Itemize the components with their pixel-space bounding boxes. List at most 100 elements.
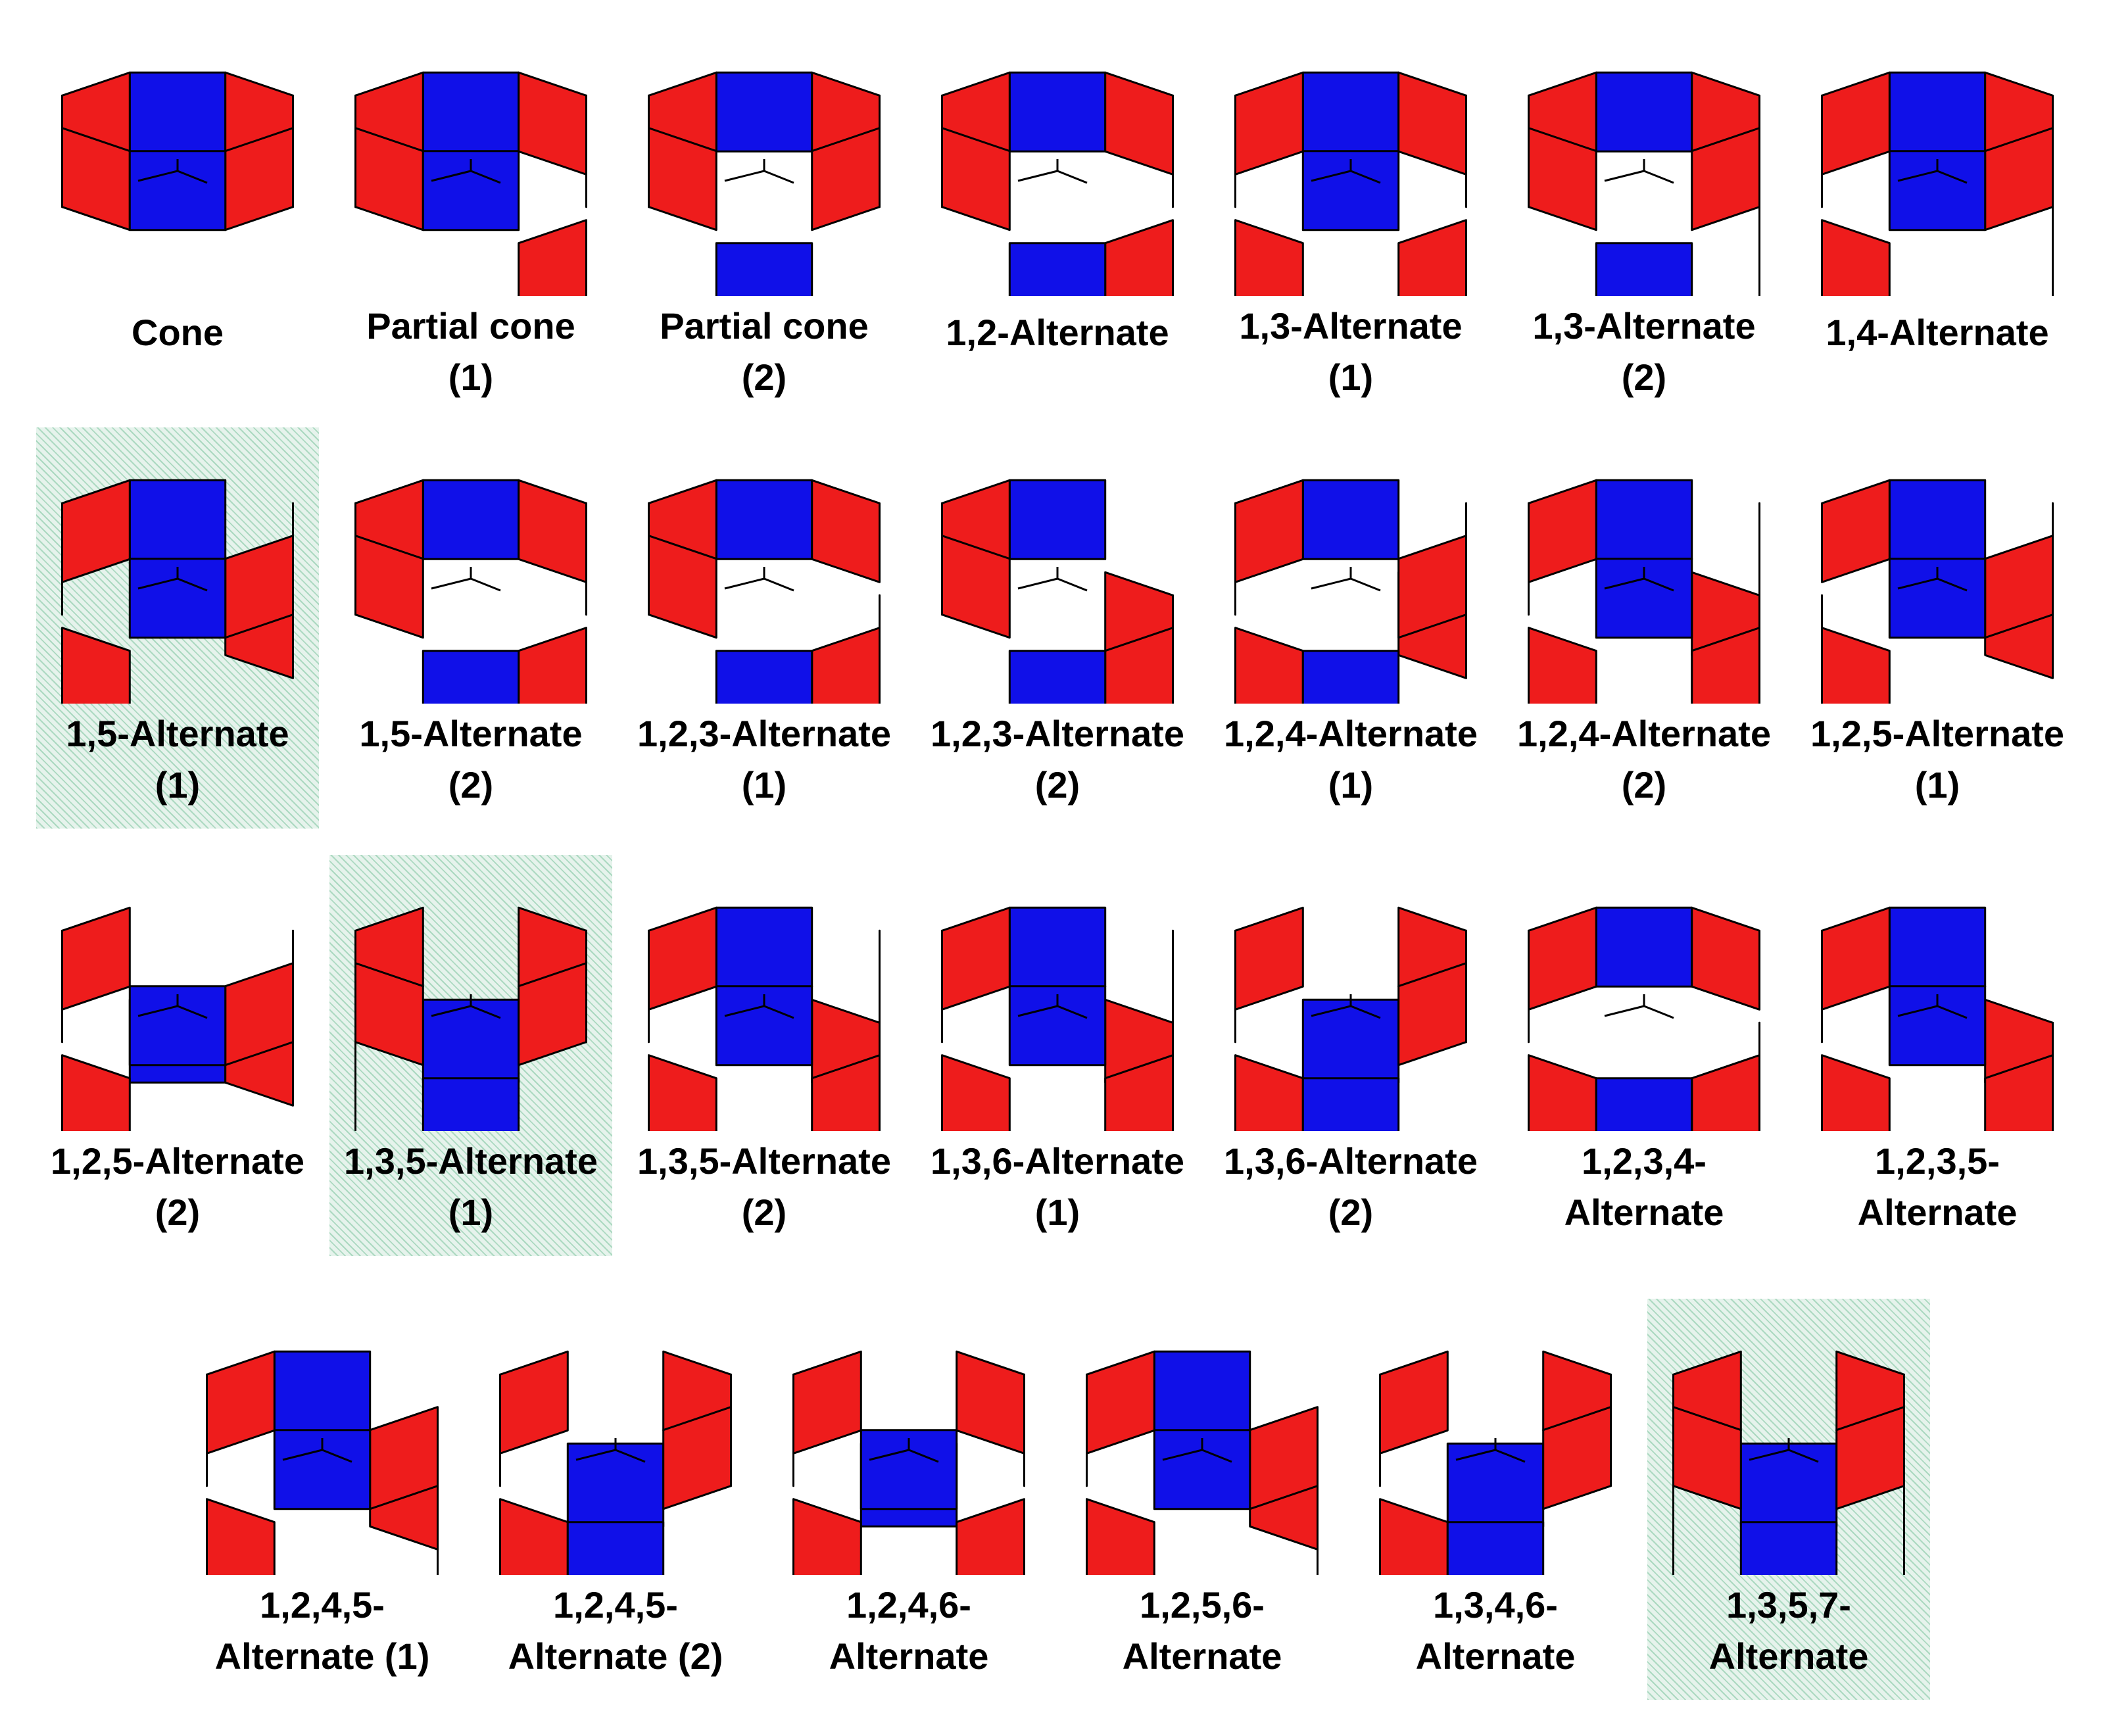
- ring-panel: [811, 479, 881, 583]
- ring-panel: [1379, 1498, 1449, 1575]
- ring-panel: [1821, 1054, 1891, 1131]
- conformer-diagram: [941, 71, 1174, 296]
- ring-panel: [860, 1429, 958, 1510]
- ring-panel: [941, 906, 1011, 1011]
- conformer-panel: 1,2,4,5-Alternate (2): [471, 1299, 760, 1720]
- substituent-line: [763, 577, 794, 592]
- ring-panel: [1984, 1054, 2054, 1131]
- ring-panel: [648, 535, 717, 639]
- ring-panel: [1153, 1350, 1251, 1432]
- substituent-line: [431, 170, 472, 182]
- substituent-line: [724, 1005, 765, 1017]
- ring-panel: [941, 1054, 1011, 1131]
- ring-panel: [1595, 1077, 1693, 1131]
- ring-panel: [566, 1442, 665, 1528]
- ring-panel: [1234, 627, 1304, 704]
- substituent-line: [1057, 170, 1088, 184]
- ring-panel: [61, 627, 131, 704]
- conformer-diagram: [61, 71, 294, 231]
- conformer-panel: 1,3,6-Alternate(1): [913, 855, 1202, 1276]
- conformer-label: 1,2,4,5-: [553, 1584, 678, 1626]
- substituent-line: [908, 1449, 939, 1463]
- ring-panel: [1821, 219, 1891, 296]
- ring-panel: [518, 627, 587, 704]
- conformer-diagram: [648, 479, 881, 704]
- ring-panel: [1528, 127, 1597, 231]
- ring-panel: [1301, 998, 1400, 1084]
- substituent-line: [1643, 577, 1674, 592]
- conformer-diagram: [1234, 479, 1467, 704]
- ring-panel: [1691, 627, 1760, 704]
- conformer-sublabel: (2): [1621, 356, 1667, 398]
- conformer-diagram: [354, 71, 587, 296]
- ring-panel: [1888, 479, 1987, 560]
- conformer-panel: 1,2,5-Alternate(2): [33, 855, 322, 1276]
- ring-panel: [1888, 985, 1987, 1067]
- ring-panel: [1008, 242, 1107, 296]
- ring-panel: [518, 962, 587, 1067]
- ring-panel: [1234, 1054, 1304, 1131]
- ring-panel: [1104, 1054, 1174, 1131]
- conformer-label: 1,2,3,5-: [1875, 1140, 2000, 1182]
- ring-panel: [273, 1429, 372, 1510]
- conformer-sublabel: (2): [1621, 764, 1667, 806]
- conformer-diagram: [206, 1350, 439, 1575]
- conformer-label: 1,3,4,6-: [1433, 1584, 1558, 1626]
- ring-panel: [1008, 479, 1107, 560]
- ring-panel: [1379, 1350, 1449, 1455]
- conformer-diagram: [61, 479, 294, 704]
- conformer-panel: 1,2-Alternate: [913, 20, 1202, 441]
- substituent-line: [1350, 170, 1381, 184]
- ring-panel: [792, 1350, 862, 1455]
- conformer-label: 1,3-Alternate: [1532, 305, 1756, 347]
- conformer-sublabel: (1): [1328, 356, 1374, 398]
- substituent-line: [177, 1005, 208, 1019]
- conformer-label: 1,2,4,5-: [260, 1584, 385, 1626]
- conformer-diagram: [1234, 71, 1467, 296]
- ring-panel: [128, 558, 227, 639]
- conformer-panel: 1,4-Alternate: [1793, 20, 2082, 441]
- conformer-label: 1,3-Alternate: [1239, 305, 1463, 347]
- ring-panel: [1008, 650, 1107, 704]
- conformer-label: 1,4-Alternate: [1826, 312, 2049, 353]
- ring-panel: [128, 150, 227, 231]
- conformer-diagram: [1528, 71, 1760, 296]
- ring-panel: [1821, 71, 1891, 176]
- ring-panel: [1595, 242, 1693, 296]
- ring-panel: [1528, 627, 1597, 704]
- substituent-line: [1604, 577, 1645, 590]
- substituent-line: [470, 577, 501, 592]
- ring-panel: [811, 627, 881, 704]
- substituent-line: [431, 577, 472, 590]
- substituent-line: [177, 170, 208, 184]
- conformer-sublabel: (1): [448, 356, 494, 398]
- substituent-line: [724, 170, 765, 182]
- conformer-panel: Partial cone(2): [619, 20, 909, 441]
- conformer-label: 1,2,3,4-: [1582, 1140, 1707, 1182]
- substituent-line: [1455, 1449, 1496, 1461]
- conformer-panel: 1,2,3-Alternate(1): [619, 427, 909, 848]
- conformer-label: 1,2,3-Alternate: [637, 713, 891, 754]
- conformer-label: 1,3,6-Alternate: [1224, 1140, 1478, 1182]
- ring-panel: [1301, 71, 1400, 153]
- substituent-line: [1604, 170, 1645, 182]
- conformer-sublabel: Alternate: [1857, 1192, 2018, 1233]
- conformer-diagram: [1528, 906, 1760, 1131]
- ring-panel: [61, 906, 131, 1011]
- conformer-sublabel: Alternate: [1415, 1635, 1576, 1677]
- ring-panel: [1153, 1429, 1251, 1510]
- conformer-panel: 1,3,5-Alternate(1): [326, 855, 616, 1276]
- ring-panel: [422, 650, 520, 704]
- ring-panel: [1397, 962, 1467, 1067]
- conformer-sublabel: (2): [1034, 764, 1080, 806]
- substituent-line: [322, 1449, 352, 1463]
- conformer-panel: 1,2,3,4-Alternate: [1499, 855, 1789, 1276]
- ring-panel: [1595, 71, 1693, 153]
- substituent-line: [177, 577, 208, 592]
- conformer-panel: 1,3,5,7-Alternate: [1644, 1299, 1933, 1720]
- substituent-line: [1017, 1005, 1058, 1017]
- conformer-panel: 1,2,5,6-Alternate: [1057, 1299, 1347, 1720]
- ring-panel: [128, 71, 227, 153]
- substituent-line: [1162, 1449, 1203, 1461]
